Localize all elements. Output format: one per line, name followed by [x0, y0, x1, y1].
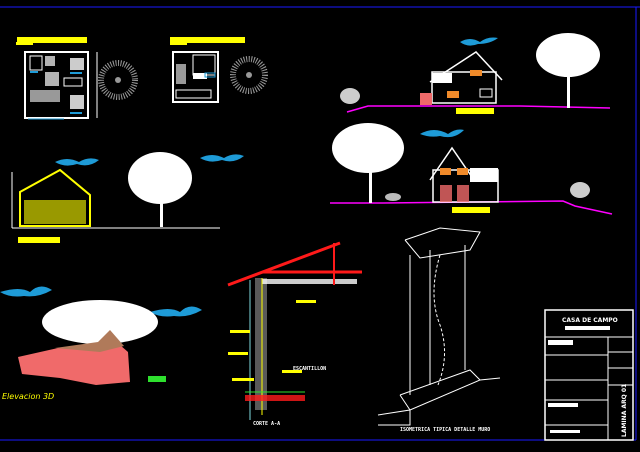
floor-plan-2: [170, 37, 245, 103]
section-label: CORTE A-A: [253, 421, 280, 427]
elevation-side-left: [11, 152, 244, 243]
elevation-front: [340, 33, 611, 114]
title-block: CASA DE CAMPO LAMINA ARQ 01: [544, 309, 634, 441]
project-title: CASA DE CAMPO: [562, 317, 618, 324]
elevation-3d-view: [0, 286, 202, 385]
tree-plan-symbol-1: [98, 60, 138, 100]
isometric-wall-detail: ISOMETRICA TIPICA DETALLE MURO: [377, 227, 501, 433]
tree-elevation-right: [536, 33, 600, 108]
elevation-lateral: [330, 123, 613, 215]
tree-plan-symbol-2: [230, 56, 268, 94]
tree-elevation-left: [332, 123, 404, 203]
elevation-3d-label: Elevacion 3D: [2, 392, 55, 401]
isometric-label: ISOMETRICA TIPICA DETALLE MURO: [400, 427, 490, 433]
wall-section-detail: ESCANTILLON CORTE A-A: [227, 241, 362, 427]
floor-plan-1: [16, 37, 98, 120]
escantillon-label: ESCANTILLON: [293, 366, 326, 372]
sheet-number: LAMINA ARQ 01: [621, 384, 628, 437]
tree-side-elevation: [128, 152, 192, 227]
